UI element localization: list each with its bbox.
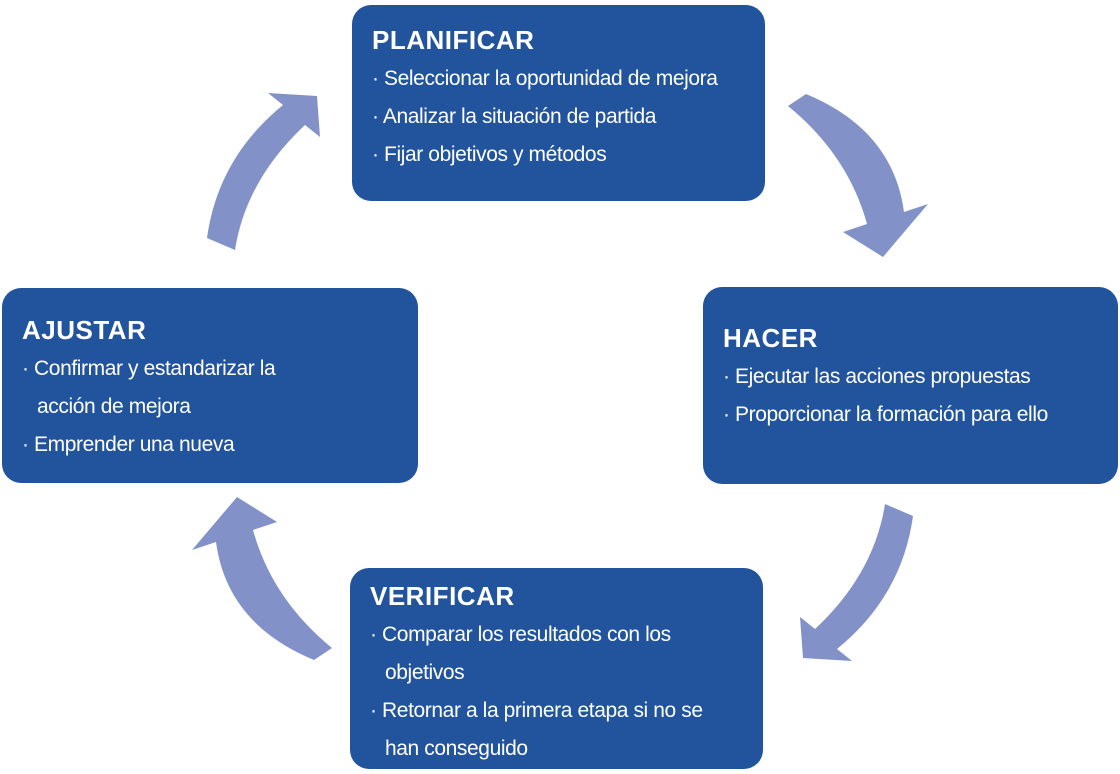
- list-item: · Analizar la situación de partida: [372, 105, 657, 128]
- stage-title-ajustar: AJUSTAR: [22, 315, 147, 345]
- list-item: · Confirmar y estandarizar la acción de …: [22, 357, 276, 418]
- list-item: · Comparar los resultados con los objeti…: [370, 623, 671, 684]
- stage-box-verificar: VERIFICAR · Comparar los resultados con …: [350, 568, 763, 769]
- arrow-ajustar-to-planificar: [207, 93, 320, 250]
- stage-title-hacer: HACER: [723, 323, 818, 353]
- list-item: · Fijar objetivos y métodos: [372, 143, 607, 166]
- stage-box-ajustar: AJUSTAR · Confirmar y estandarizar la ac…: [2, 288, 418, 483]
- list-item: · Retornar a la primera etapa si no se h…: [370, 699, 703, 760]
- arrow-verificar-to-ajustar: [192, 497, 332, 660]
- list-item: · Proporcionar la formación para ello: [723, 403, 1048, 426]
- list-item: · Emprender una nueva: [22, 433, 235, 456]
- arrow-planificar-to-hacer: [788, 94, 928, 257]
- stage-items-ajustar: · Confirmar y estandarizar la acción de …: [22, 350, 414, 464]
- stage-box-hacer: HACER · Ejecutar las acciones propuestas…: [703, 287, 1118, 484]
- stage-box-planificar: PLANIFICAR · Seleccionar la oportunidad …: [352, 5, 765, 201]
- stage-items-verificar: · Comparar los resultados con los objeti…: [370, 616, 759, 768]
- stage-items-hacer: · Ejecutar las acciones propuestas · Prop…: [723, 358, 1114, 434]
- stage-title-verificar: VERIFICAR: [370, 581, 515, 611]
- stage-items-planificar: · Seleccionar la oportunidad de mejora · …: [372, 60, 761, 174]
- stage-title-planificar: PLANIFICAR: [372, 25, 535, 55]
- list-item: · Ejecutar las acciones propuestas: [723, 365, 1031, 388]
- arrow-hacer-to-verificar: [800, 504, 913, 661]
- list-item: · Seleccionar la oportunidad de mejora: [372, 67, 718, 90]
